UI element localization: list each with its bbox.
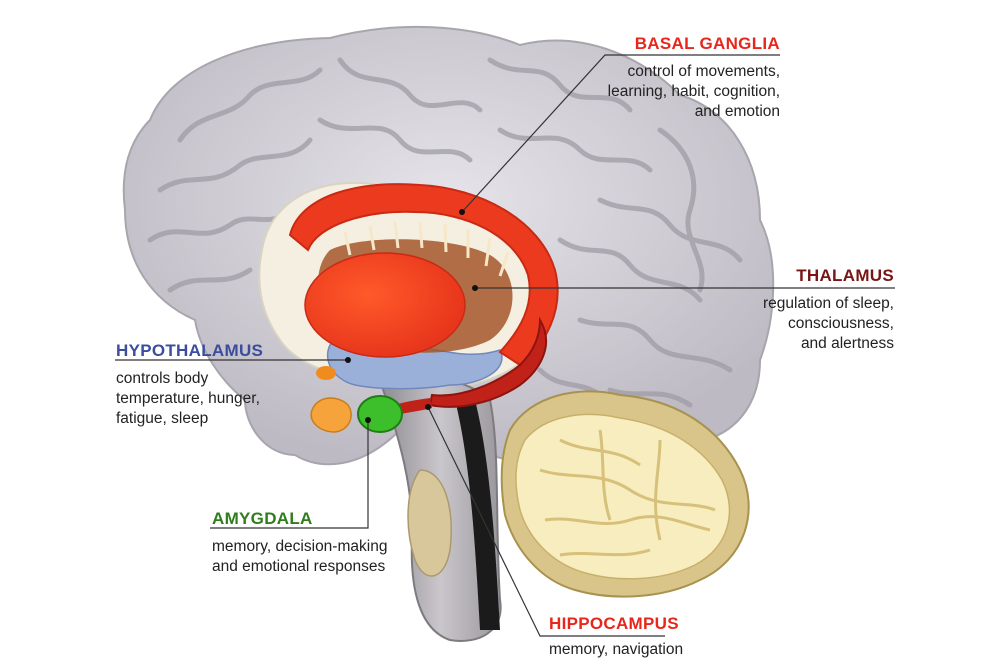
basal-ganglia-desc-3: and emotion (694, 103, 780, 120)
basal-ganglia-shape (288, 183, 559, 367)
arbor-vitae (515, 413, 731, 580)
brainstem-dark-channel (455, 400, 500, 630)
amygdala-title: AMYGDALA (212, 509, 313, 528)
thalamus-desc-2: consciousness, (788, 315, 894, 332)
cerebellum-folia (539, 429, 716, 557)
leader-basal-ganglia (461, 54, 780, 213)
label-basal-ganglia: BASAL GANGLIA control of movements, lear… (608, 34, 780, 122)
pituitary-gland (310, 397, 352, 433)
thalamus-title: THALAMUS (796, 266, 894, 285)
hypothalamus-desc-1: controls body (116, 370, 209, 387)
label-hypothalamus: HYPOTHALAMUS controls body temperature, … (116, 341, 263, 429)
basal-ganglia-desc-2: learning, habit, cognition, (607, 83, 780, 100)
basal-ganglia-title: BASAL GANGLIA (634, 34, 780, 53)
hippocampus-desc-1: memory, navigation (549, 641, 684, 658)
gyri-folds (147, 57, 743, 408)
mammillary-body (316, 366, 336, 380)
putamen (304, 252, 466, 358)
hypothalamus-desc-3: fatigue, sleep (116, 410, 209, 427)
cerebellum (500, 390, 750, 598)
leader-dots (345, 209, 478, 423)
hypothalamus-desc-2: temperature, hunger, (116, 390, 260, 407)
hypothalamus-title: HYPOTHALAMUS (116, 341, 264, 360)
amygdala-desc-2: and emotional responses (212, 558, 386, 575)
basal-ganglia-desc-1: control of movements, (627, 63, 780, 80)
striations (343, 221, 510, 277)
leader-hippocampus (427, 406, 665, 637)
amygdala-shape (357, 395, 403, 433)
thalamus-desc-1: regulation of sleep, (763, 295, 894, 312)
thalamus-desc-3: and alertness (800, 335, 894, 352)
pons (407, 469, 452, 577)
label-hippocampus: HIPPOCAMPUS memory, navigation (549, 614, 683, 660)
amygdala-desc-1: memory, decision-making (212, 538, 388, 555)
leader-amygdala (210, 420, 369, 529)
hippocampus-tail (398, 398, 432, 414)
label-thalamus: THALAMUS regulation of sleep, consciousn… (763, 266, 894, 354)
label-amygdala: AMYGDALA memory, decision-making and emo… (212, 509, 387, 577)
hippocampus-title: HIPPOCAMPUS (549, 614, 679, 633)
leader-lines (115, 54, 895, 637)
